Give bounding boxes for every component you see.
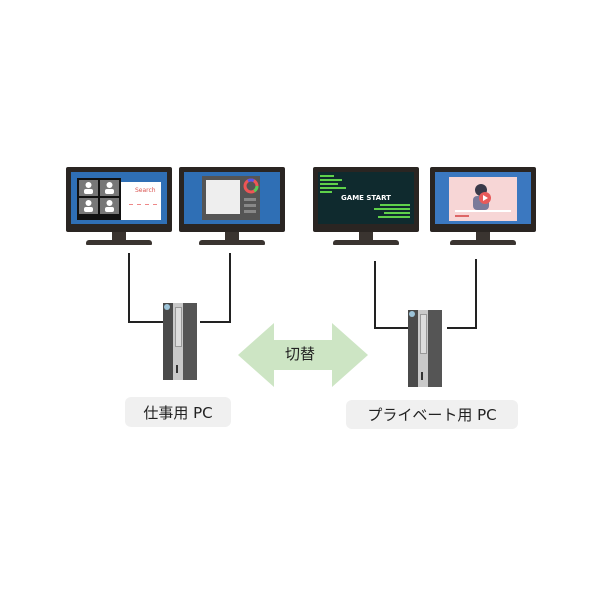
power-button-icon: [164, 304, 170, 310]
work-pc-label: 仕事用 PC: [125, 397, 231, 427]
private-pc-label: プライベート用 PC: [346, 400, 518, 429]
cable-private-left-h: [374, 327, 408, 329]
search-text: Search: [135, 187, 156, 194]
cable-private-right: [475, 259, 477, 329]
power-button-icon: [409, 311, 415, 317]
private-monitor-right: [430, 167, 536, 249]
cable-work-left: [128, 253, 130, 323]
cable-private-right-h: [447, 327, 477, 329]
work-monitor-right: [179, 167, 285, 249]
game-start-text: GAME START: [341, 194, 391, 202]
cable-work-left-h: [128, 321, 164, 323]
private-monitor-right-screen: [435, 172, 531, 224]
switch-label: 切替: [284, 345, 315, 363]
private-monitor-left-screen: GAME START: [318, 172, 414, 224]
switch-double-arrow-icon: [238, 323, 368, 387]
work-monitor-left-screen: Search: [71, 172, 167, 224]
cable-private-left: [374, 261, 376, 329]
work-monitor-left: Search: [66, 167, 172, 249]
work-monitor-right-screen: [184, 172, 280, 224]
private-pc-tower: [408, 310, 442, 387]
private-monitor-left: GAME START: [313, 167, 419, 249]
cable-work-right-h: [200, 321, 231, 323]
cable-work-right: [229, 253, 231, 323]
work-pc-tower: [163, 303, 197, 380]
